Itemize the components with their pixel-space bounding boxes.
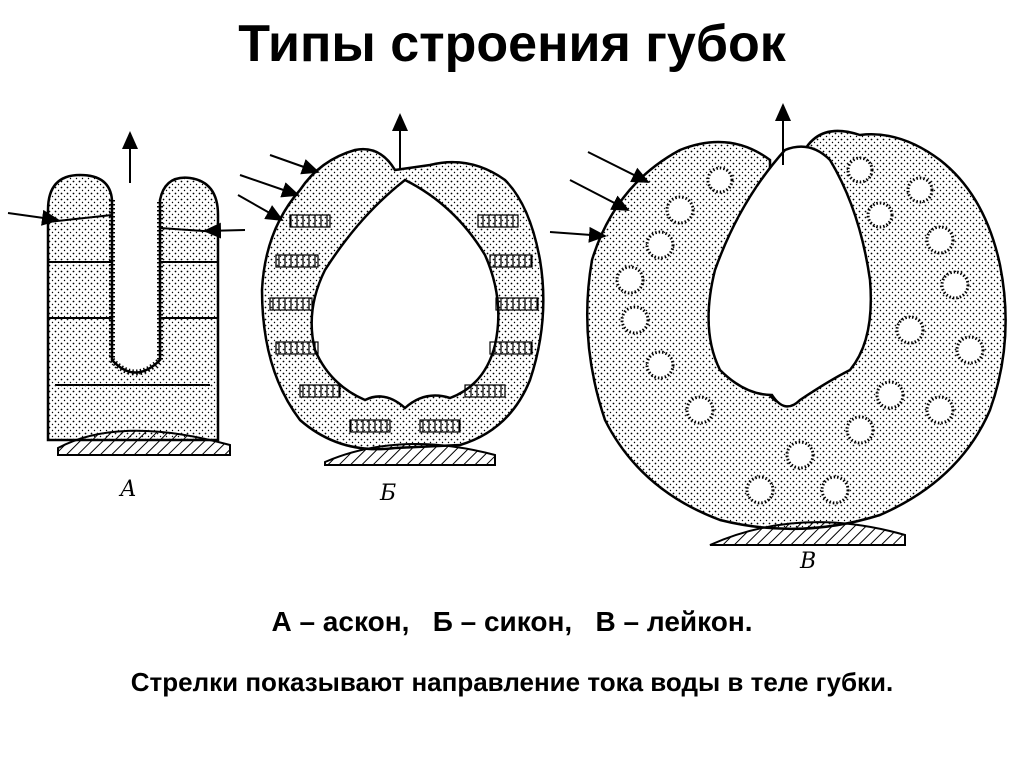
sycon-arrow-in-2 xyxy=(240,175,298,195)
sycon-diagram: Б xyxy=(238,115,543,506)
label-sycon: Б xyxy=(379,481,396,506)
ascon-body-wall xyxy=(48,175,218,440)
leucon-arrow-in-2 xyxy=(570,180,628,210)
label-leucon: В xyxy=(799,549,816,574)
caption-note: Стрелки показывают направление тока воды… xyxy=(0,664,1024,700)
sponge-types-diagram: А Б xyxy=(0,90,1024,590)
leucon-arrow-in-3 xyxy=(550,232,605,236)
ascon-choanocyte-layer xyxy=(112,200,160,373)
caption-types: А – аскон, Б – сикон, В – лейкон. xyxy=(0,604,1024,640)
sycon-arrow-in-1 xyxy=(270,155,318,172)
label-ascon: А xyxy=(118,477,137,502)
leucon-diagram: В xyxy=(550,105,1006,574)
sycon-arrow-in-3 xyxy=(238,195,282,220)
ascon-diagram: А xyxy=(8,133,245,502)
ascon-arrow-in-right xyxy=(205,230,245,231)
page-title: Типы строения губок xyxy=(0,8,1024,80)
leucon-arrow-in-1 xyxy=(588,152,648,182)
